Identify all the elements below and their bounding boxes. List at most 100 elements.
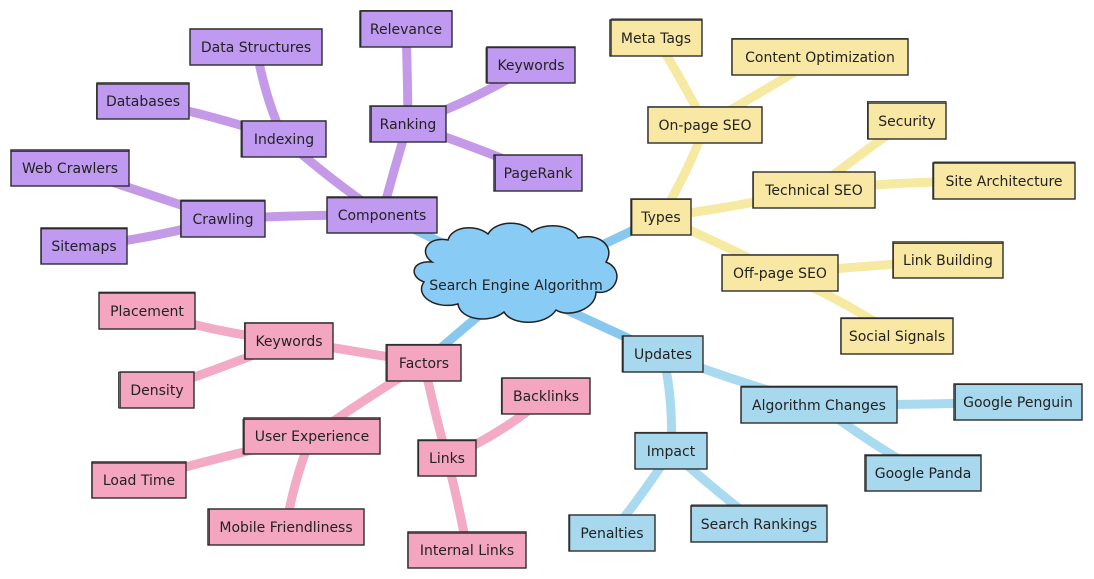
- node-label-content-opt: Content Optimization: [745, 50, 895, 66]
- node-label-relevance: Relevance: [370, 22, 442, 38]
- node-box-relevance: [359, 10, 453, 48]
- node-search-rankings: Search Rankings: [690, 504, 828, 543]
- node-label-data-structures: Data Structures: [201, 40, 311, 56]
- node-backlinks: Backlinks: [500, 377, 591, 415]
- node-box-internal-links: [407, 531, 527, 569]
- node-outline-penguin: [954, 384, 1083, 421]
- node-outline-security: [867, 101, 947, 140]
- node-label-pagerank: PageRank: [504, 166, 574, 182]
- node-box-keywords-fac: [244, 322, 334, 360]
- node-sitemaps: Sitemaps: [40, 227, 128, 265]
- node-impact: Impact: [634, 431, 708, 470]
- node-label-backlinks: Backlinks: [513, 389, 579, 405]
- node-outline-backlinks: [500, 377, 591, 415]
- node-label-mobile: Mobile Friendliness: [219, 520, 352, 536]
- node-penguin: Google Penguin: [953, 383, 1083, 421]
- node-outline-mobile: [209, 508, 365, 546]
- node-outline-databases: [96, 83, 190, 120]
- node-label-links: Links: [429, 451, 465, 467]
- node-label-ranking: Ranking: [380, 117, 437, 133]
- node-outline-sitemaps: [40, 228, 128, 265]
- node-outline-data-structures: [189, 28, 323, 66]
- node-label-impact: Impact: [647, 444, 696, 460]
- node-components: Components: [326, 196, 438, 234]
- node-site-arch: Site Architecture: [932, 161, 1076, 200]
- node-box-pagerank: [493, 154, 583, 192]
- node-label-indexing: Indexing: [254, 132, 314, 148]
- node-label-security: Security: [878, 114, 936, 130]
- node-label-components: Components: [338, 208, 427, 224]
- node-outline-placement: [98, 291, 196, 330]
- node-outline-relevance: [360, 10, 453, 48]
- node-box-placement: [98, 292, 196, 330]
- node-outline-factors: [385, 343, 462, 382]
- node-outline-web-crawlers: [10, 151, 130, 187]
- node-label-web-crawlers: Web Crawlers: [22, 161, 118, 177]
- node-onpage: On-page SEO: [647, 106, 763, 144]
- node-box-social-signals: [840, 317, 954, 355]
- node-label-crawling: Crawling: [192, 212, 253, 228]
- node-social-signals: Social Signals: [840, 317, 954, 355]
- node-label-placement: Placement: [110, 304, 184, 320]
- center-node: Search Engine Algorithm: [413, 222, 618, 323]
- node-label-meta-tags: Meta Tags: [621, 31, 691, 47]
- node-label-algo-changes: Algorithm Changes: [752, 398, 886, 414]
- node-internal-links: Internal Links: [407, 531, 527, 569]
- node-box-backlinks: [501, 377, 591, 415]
- node-data-structures: Data Structures: [189, 28, 323, 66]
- node-box-crawling: [180, 200, 266, 238]
- node-box-databases: [96, 82, 190, 120]
- node-outline-penalties: [569, 514, 656, 552]
- node-indexing: Indexing: [240, 120, 327, 158]
- node-factors: Factors: [385, 343, 462, 382]
- node-types: Types: [630, 198, 692, 236]
- node-box-panda: [864, 454, 982, 492]
- node-box-search-rankings: [690, 505, 828, 543]
- node-pagerank: PageRank: [493, 154, 583, 192]
- node-box-mobile: [207, 508, 365, 546]
- node-label-updates: Updates: [634, 347, 692, 363]
- node-outline-offpage: [721, 254, 839, 292]
- node-label-social-signals: Social Signals: [849, 329, 945, 345]
- node-outline-algo-changes: [740, 385, 898, 424]
- node-label-technical: Technical SEO: [764, 183, 863, 199]
- node-outline-load-time: [91, 462, 187, 499]
- node-label-databases: Databases: [106, 94, 180, 110]
- node-label-factors: Factors: [399, 356, 449, 372]
- node-panda: Google Panda: [864, 454, 982, 492]
- node-mobile: Mobile Friendliness: [207, 508, 365, 546]
- node-ranking: Ranking: [369, 105, 447, 143]
- node-outline-types: [631, 199, 692, 236]
- node-links: Links: [417, 439, 477, 477]
- node-outline-components: [326, 197, 438, 234]
- node-content-opt: Content Optimization: [731, 38, 909, 76]
- node-outline-panda: [865, 455, 982, 492]
- node-label-keywords-rank: Keywords: [497, 58, 564, 74]
- node-outline-crawling: [180, 199, 266, 238]
- node-keywords-rank: Keywords: [485, 46, 576, 84]
- node-algo-changes: Algorithm Changes: [740, 385, 898, 424]
- node-box-density: [119, 371, 195, 409]
- node-label-sitemaps: Sitemaps: [51, 239, 116, 255]
- node-label-offpage: Off-page SEO: [733, 266, 827, 282]
- node-outline-link-building: [893, 243, 1004, 279]
- node-outline-search-rankings: [690, 504, 828, 543]
- node-outline-internal-links: [407, 532, 527, 569]
- node-box-technical: [752, 171, 876, 209]
- node-outline-technical: [752, 171, 876, 209]
- node-outline-density: [118, 371, 195, 409]
- node-outline-social-signals: [840, 318, 954, 355]
- node-box-data-structures: [189, 28, 323, 66]
- node-penalties: Penalties: [568, 514, 656, 552]
- node-label-search-rankings: Search Rankings: [701, 517, 817, 533]
- node-box-ux: [243, 417, 381, 455]
- node-label-site-arch: Site Architecture: [945, 174, 1062, 190]
- node-offpage: Off-page SEO: [721, 254, 839, 292]
- node-outline-keywords-rank: [485, 47, 576, 84]
- node-outline-links: [418, 440, 477, 477]
- node-outline-updates: [621, 335, 704, 373]
- node-label-penalties: Penalties: [580, 526, 643, 542]
- node-updates: Updates: [621, 335, 704, 373]
- node-meta-tags: Meta Tags: [609, 18, 703, 57]
